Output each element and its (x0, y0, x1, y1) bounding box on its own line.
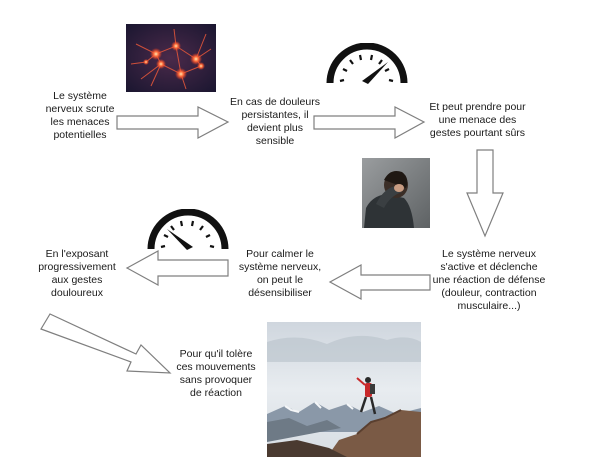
step-label-defense-reaction: Le système nerveux s'active et déclenche… (432, 248, 546, 312)
speedometer-icon (147, 209, 229, 250)
step-label-scan-threats: Le système nerveux scrute les menaces po… (45, 90, 115, 141)
step-label-more-sensitive: En cas de douleurs persistantes, il devi… (230, 96, 320, 147)
step-label-progressive-exposure: En l'exposant progressivement aux gestes… (38, 248, 116, 299)
arrow-step3-to-step4 (466, 149, 504, 238)
arrow-step6-to-step7 (40, 313, 172, 374)
arrow-step2-to-step3 (313, 106, 426, 140)
speedometer-icon (326, 43, 408, 84)
distressed-person-image (362, 158, 430, 228)
step-label-tolerate-movements: Pour qu'il tolère ces mouvements sans pr… (176, 348, 256, 399)
arrow-step4-to-step5 (328, 263, 431, 301)
neurons-image (126, 24, 216, 92)
step-label-desensitize: Pour calmer le système nerveux, on peut … (238, 248, 322, 299)
arrow-step5-to-step6 (125, 249, 229, 287)
arrow-step1-to-step2 (116, 106, 230, 139)
step-label-safe-as-threat: Et peut prendre pour une menace des gest… (429, 101, 526, 139)
mountain-hiker-image (267, 322, 421, 457)
